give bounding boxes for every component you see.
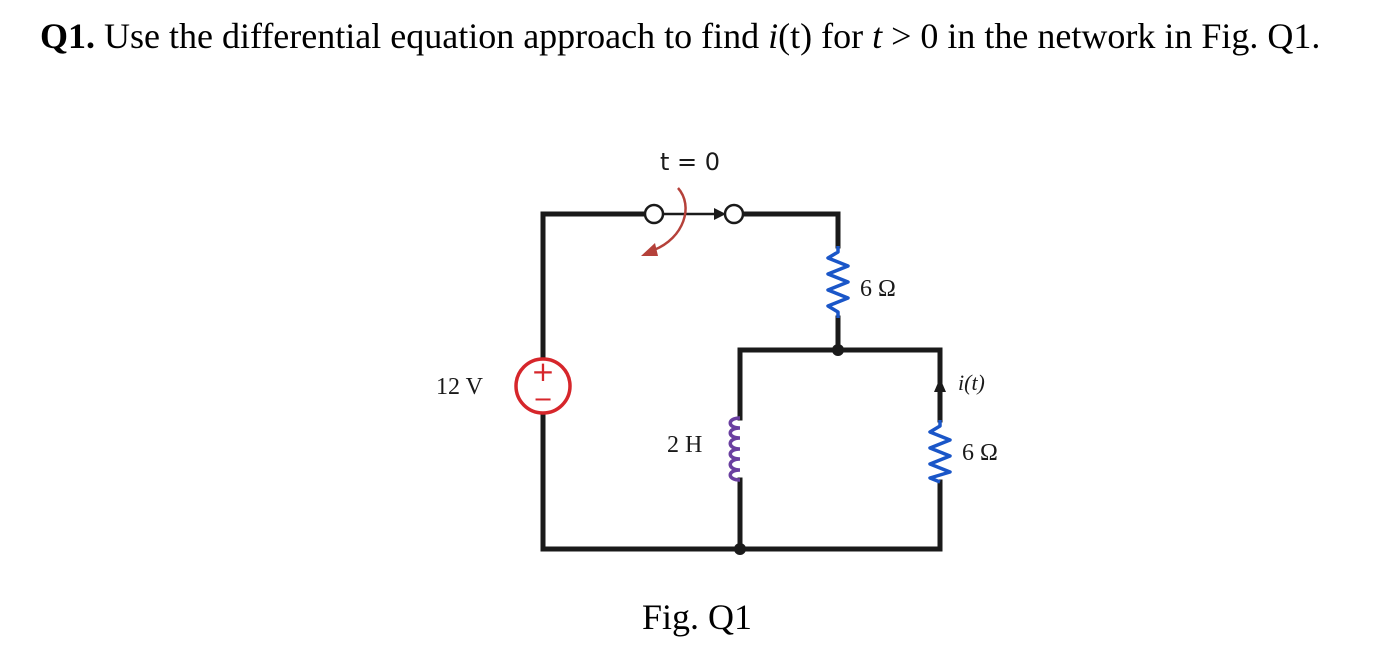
voltage-source-circle [514,357,572,415]
switch-label: t = 0 [660,148,720,176]
question-part-1: Use the differential equation approach t… [95,16,769,56]
question-number: Q1. [40,16,96,56]
question-part-2: for [812,16,873,56]
switch-action-arrow [653,187,687,252]
source-label: 12 V [436,374,484,400]
resistor-top [826,246,850,318]
figure-caption: Fig. Q1 [641,597,753,637]
node-top [832,344,844,356]
resistor-right-label: 6 Ω [962,440,998,466]
switch-terminal-right [723,203,745,225]
current-argument: (t) [778,16,813,56]
current-arrow [934,378,946,392]
voltage-source: + − [514,355,572,415]
switch-action-arrowhead [641,243,658,256]
question-part-3: > 0 in the network in Fig. Q1. [882,16,1321,56]
current-label: i(t) [958,370,985,395]
inductor-label: 2 H [667,432,702,458]
source-minus-sign: − [533,385,553,413]
current-symbol: i [768,16,779,56]
switch-blade-arrowhead [714,208,726,220]
source-plus-sign: + [531,355,554,388]
time-symbol: t [872,16,883,56]
node-bottom [734,543,746,555]
inductor-coil [728,416,741,482]
wire-top-right [739,211,841,249]
switch-terminal-left [643,203,665,225]
resistor-right [928,420,952,484]
switch [641,187,745,256]
resistor-top-label: 6 Ω [860,276,896,302]
question-text: Q1. Use the differential equation approa… [40,10,1380,62]
